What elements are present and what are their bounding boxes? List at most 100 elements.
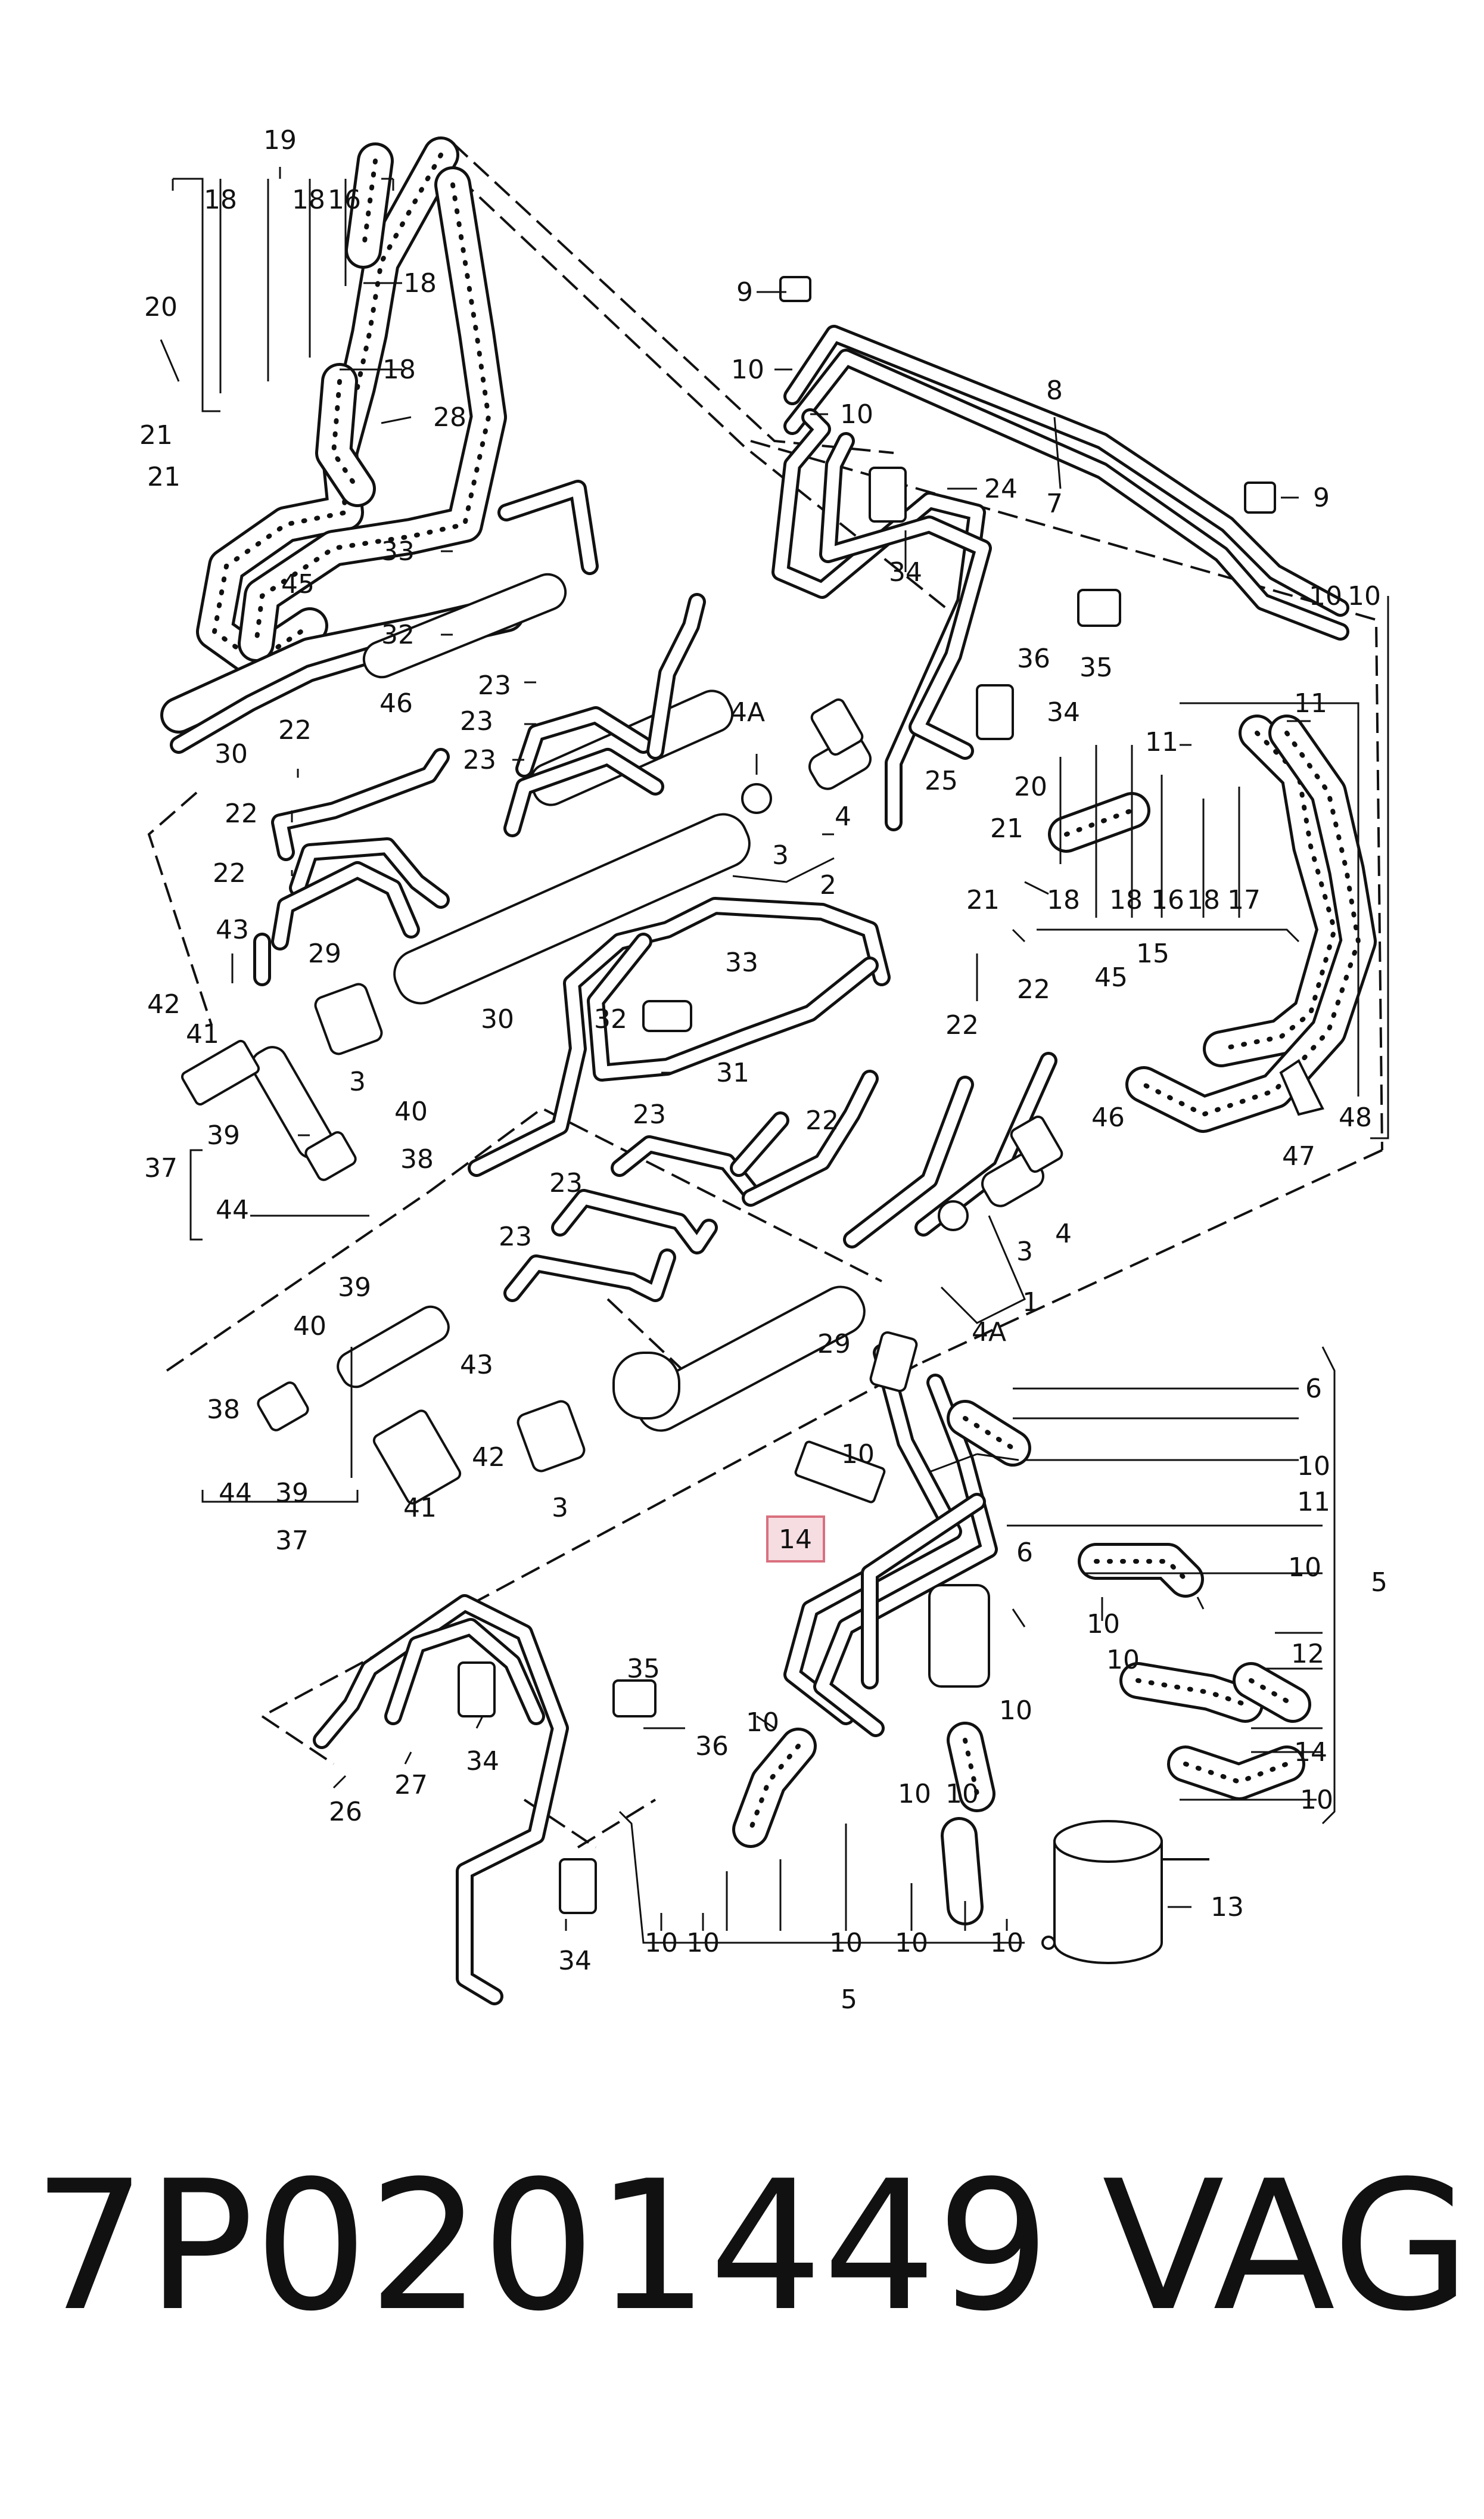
callout-18: 18 [1187, 885, 1220, 915]
fuel-rail-main [393, 689, 751, 1005]
callout-15: 15 [1136, 939, 1169, 969]
callout-4: 4 [1055, 1219, 1072, 1249]
callout-30: 30 [214, 739, 248, 769]
callout-21: 21 [990, 813, 1023, 844]
footer: 7P0201449 VAG [0, 2157, 1484, 2467]
callout-48: 48 [1339, 1102, 1372, 1133]
callout-21: 21 [139, 420, 173, 451]
callout-23: 23 [499, 1222, 532, 1252]
callout-44: 44 [219, 1478, 252, 1508]
callout-23: 23 [549, 1168, 583, 1198]
callout-11: 11 [1294, 688, 1327, 719]
callout-42: 42 [472, 1442, 505, 1473]
callout-23: 23 [633, 1099, 666, 1130]
callout-2: 2 [820, 870, 836, 900]
callout-41: 41 [186, 1019, 219, 1049]
callout-10: 10 [731, 355, 764, 385]
callout-45: 45 [1094, 962, 1128, 993]
callout-4A: 4A [972, 1317, 1006, 1347]
callout-23: 23 [460, 706, 493, 737]
callout-26: 26 [329, 1797, 362, 1827]
callout-43: 43 [216, 915, 249, 945]
callout-17: 17 [1227, 885, 1261, 915]
callout-10: 10 [1297, 1451, 1330, 1481]
callout-29: 29 [308, 939, 341, 969]
callout-22: 22 [1017, 974, 1050, 1005]
callout-10: 10 [1106, 1645, 1140, 1675]
callout-35: 35 [1079, 653, 1113, 683]
hoses-5 [732, 1400, 1311, 1925]
callout-34: 34 [1047, 697, 1080, 728]
fuel-lines-to-filter [783, 1344, 998, 1737]
callout-39: 39 [207, 1120, 240, 1151]
callout-19: 19 [263, 125, 297, 156]
callout-39: 39 [275, 1478, 309, 1508]
callout-11: 11 [1145, 727, 1178, 757]
callout-25: 25 [925, 766, 958, 796]
callout-18: 18 [292, 185, 325, 215]
callout-10: 10 [1309, 581, 1342, 611]
callout-20: 20 [144, 292, 178, 322]
callout-38: 38 [400, 1144, 434, 1175]
callout-10: 10 [898, 1779, 931, 1809]
callout-20: 20 [1014, 772, 1047, 802]
callout-10: 10 [829, 1928, 863, 1958]
callout-10: 10 [990, 1928, 1023, 1958]
injector-lines-upper [253, 593, 706, 986]
callout-28: 28 [433, 402, 466, 433]
callout-22: 22 [213, 858, 246, 889]
callout-23: 23 [478, 670, 511, 701]
callout-21: 21 [966, 885, 1000, 915]
callout-10: 10 [1087, 1609, 1120, 1639]
callout-40: 40 [293, 1311, 326, 1341]
callout-18: 18 [204, 185, 237, 215]
callout-7: 7 [1046, 489, 1063, 519]
callout-32: 32 [381, 620, 415, 650]
callout-31: 31 [716, 1058, 749, 1088]
callout-21: 21 [147, 462, 181, 492]
brackets-and-clips [458, 276, 1324, 1914]
return-hoses-15 [1048, 715, 1377, 1133]
callout-10: 10 [840, 399, 873, 430]
callout-10: 10 [686, 1928, 720, 1958]
callout-10: 10 [895, 1928, 928, 1958]
callout-18: 18 [1047, 885, 1080, 915]
fuel-system-exploded-diagram: 19 18 18 16 18 18 20 21 21 28 9 10 10 8 … [139, 125, 1389, 2015]
callout-40: 40 [394, 1097, 428, 1127]
callout-3: 3 [772, 840, 789, 871]
callout-18: 18 [382, 355, 416, 385]
callout-10: 10 [945, 1779, 979, 1809]
part-number: 7P0201449 [33, 2142, 1050, 2350]
callout-10: 10 [645, 1928, 678, 1958]
callout-4: 4 [835, 802, 851, 832]
callout-37: 37 [144, 1153, 178, 1184]
fuel-lines-26-27 [313, 1594, 569, 2005]
callout-45: 45 [281, 569, 315, 600]
callout-34: 34 [889, 557, 922, 588]
brand-name: VAG [1102, 2142, 1471, 2350]
callout-39: 39 [338, 1272, 371, 1303]
callout-37: 37 [275, 1526, 309, 1556]
callout-3: 3 [552, 1493, 568, 1523]
callout-10: 10 [746, 1707, 779, 1738]
callout-30: 30 [481, 1004, 514, 1035]
callout-23: 23 [463, 745, 496, 775]
callout-34: 34 [466, 1746, 499, 1776]
callout-22: 22 [945, 1010, 979, 1040]
callout-33: 33 [381, 536, 415, 567]
callout-6: 6 [1016, 1538, 1033, 1568]
callout-41: 41 [403, 1493, 437, 1523]
callout-18: 18 [1109, 885, 1143, 915]
callout-16: 16 [1151, 885, 1184, 915]
callout-10: 10 [1348, 581, 1381, 611]
callout-22: 22 [278, 715, 312, 746]
callout-9: 9 [1313, 483, 1330, 513]
callout-36: 36 [1017, 644, 1050, 674]
fuel-rail-upper [160, 480, 599, 754]
callout-18: 18 [403, 268, 437, 299]
callout-46: 46 [1091, 1102, 1125, 1133]
callout-6: 6 [1305, 1374, 1322, 1404]
callout-22: 22 [225, 799, 258, 829]
callout-8: 8 [1046, 375, 1063, 406]
callout-1: 1 [1022, 1287, 1039, 1318]
